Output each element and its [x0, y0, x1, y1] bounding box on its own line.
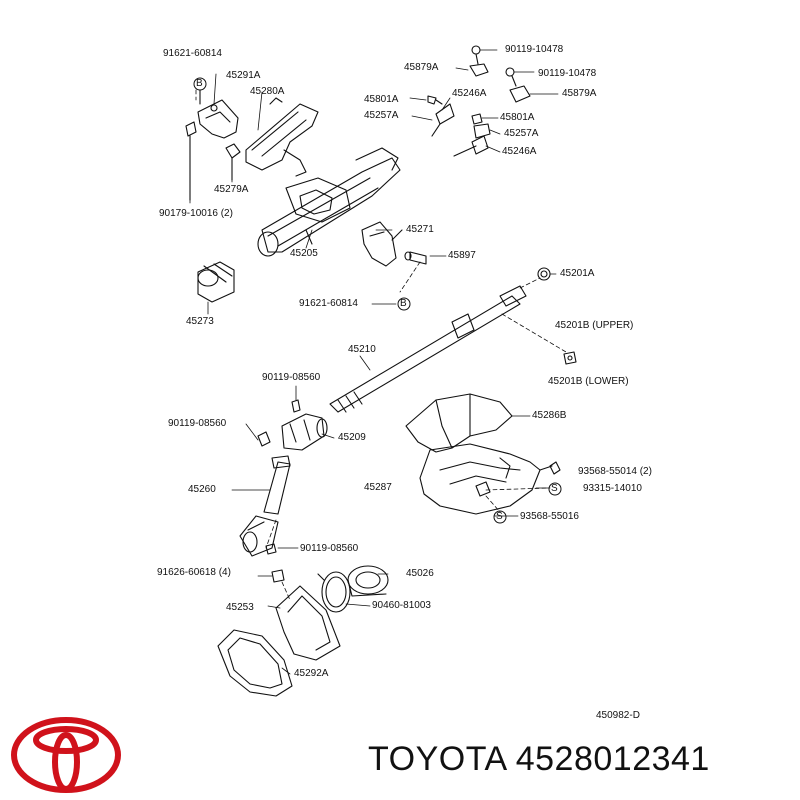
label-45291A: 45291A — [226, 70, 261, 81]
label-45205: 45205 — [290, 248, 318, 259]
part-45287 — [420, 444, 540, 514]
part-45246A-b — [454, 136, 488, 156]
part-45286B — [406, 394, 512, 452]
label-45026: 45026 — [406, 568, 434, 579]
part-93568-55014 — [540, 462, 560, 474]
part-45292A — [218, 630, 292, 696]
leader-lines — [208, 50, 558, 674]
label-45201B-upper: 45201B (UPPER) — [555, 320, 634, 331]
callout-b-top: B — [196, 78, 203, 89]
label-91621-60814-bottom: 91621-60814 — [299, 298, 358, 309]
callout-b-bottom: B — [400, 298, 407, 309]
label-91621-60814-top: 91621-60814 — [163, 48, 222, 59]
part-90119-08560-b — [258, 432, 270, 446]
label-45257A-b: 45257A — [504, 128, 539, 139]
label-90119-08560-a: 90119-08560 — [262, 372, 321, 383]
part-45879A-a — [470, 64, 488, 76]
label-45292A: 45292A — [294, 668, 329, 679]
callout-circles — [194, 78, 561, 523]
part-45897 — [405, 252, 426, 264]
part-45210 — [330, 286, 526, 412]
label-90119-08560-c: 90119-08560 — [300, 543, 359, 554]
label-45246A-a: 45246A — [452, 88, 487, 99]
part-45026 — [348, 566, 388, 596]
label-90119-10478-a: 90119-10478 — [505, 44, 564, 55]
label-45253: 45253 — [226, 602, 254, 613]
label-45246A-b: 45246A — [502, 146, 537, 157]
label-91626-60618: 91626-60618 (4) — [157, 567, 231, 578]
part-45801A-b — [472, 114, 482, 124]
part-90119-10478-b — [506, 68, 516, 86]
footer-brand-line: TOYOTA 4528012341 — [368, 740, 710, 779]
label-93568-55016: 93568-55016 — [520, 511, 579, 522]
label-45209: 45209 — [338, 432, 366, 443]
part-number: 4528012341 — [515, 740, 710, 778]
label-93568-55014: 93568-55014 (2) — [578, 466, 652, 477]
part-45246A-a — [432, 104, 454, 136]
part-45209 — [282, 414, 327, 450]
callout-s-a: S — [551, 483, 558, 494]
part-90460-81003 — [318, 572, 350, 612]
part-90119-08560-a — [292, 400, 300, 412]
brand-name: TOYOTA — [368, 740, 506, 778]
label-45271: 45271 — [406, 224, 434, 235]
phantom-lines — [190, 90, 566, 600]
label-45879A-a: 45879A — [404, 62, 439, 73]
part-45257A-b — [474, 124, 490, 138]
label-diagram-code: 450982-D — [596, 710, 640, 721]
part-45205 — [258, 148, 400, 256]
part-45273 — [198, 262, 234, 302]
part-90119-08560-c — [266, 544, 276, 554]
part-45879A-b — [510, 86, 530, 102]
callout-s-b: S — [496, 511, 503, 522]
label-90119-10478-b: 90119-10478 — [538, 68, 597, 79]
part-45260 — [240, 456, 290, 556]
part-90179-10016 — [186, 122, 196, 200]
label-45287: 45287 — [364, 482, 392, 493]
part-45280A — [246, 98, 318, 176]
part-45253 — [276, 586, 340, 660]
part-45201B-lower — [564, 352, 576, 364]
label-45201A: 45201A — [560, 268, 595, 279]
part-45291A — [198, 90, 238, 138]
toyota-logo — [10, 716, 122, 794]
part-45279A — [226, 144, 240, 180]
label-45801A-a: 45801A — [364, 94, 399, 105]
label-45280A: 45280A — [250, 86, 285, 97]
label-90460-81003: 90460-81003 — [372, 600, 431, 611]
part-45271 — [362, 222, 402, 266]
label-45273: 45273 — [186, 316, 214, 327]
label-45257A-a: 45257A — [364, 110, 399, 121]
part-90119-10478-a — [472, 46, 480, 64]
label-45210: 45210 — [348, 344, 376, 355]
part-91626-60618 — [272, 570, 284, 582]
label-45201B-lower: 45201B (LOWER) — [548, 376, 629, 387]
label-90179-10016: 90179-10016 (2) — [159, 208, 233, 219]
label-45286B: 45286B — [532, 410, 567, 421]
label-45879A-b: 45879A — [562, 88, 597, 99]
label-45801A-b: 45801A — [500, 112, 535, 123]
label-45279A: 45279A — [214, 184, 249, 195]
label-90119-08560-b: 90119-08560 — [168, 418, 227, 429]
label-45897: 45897 — [448, 250, 476, 261]
part-45801A-a — [428, 96, 442, 104]
label-93315-14010: 93315-14010 — [583, 483, 642, 494]
label-45260: 45260 — [188, 484, 216, 495]
